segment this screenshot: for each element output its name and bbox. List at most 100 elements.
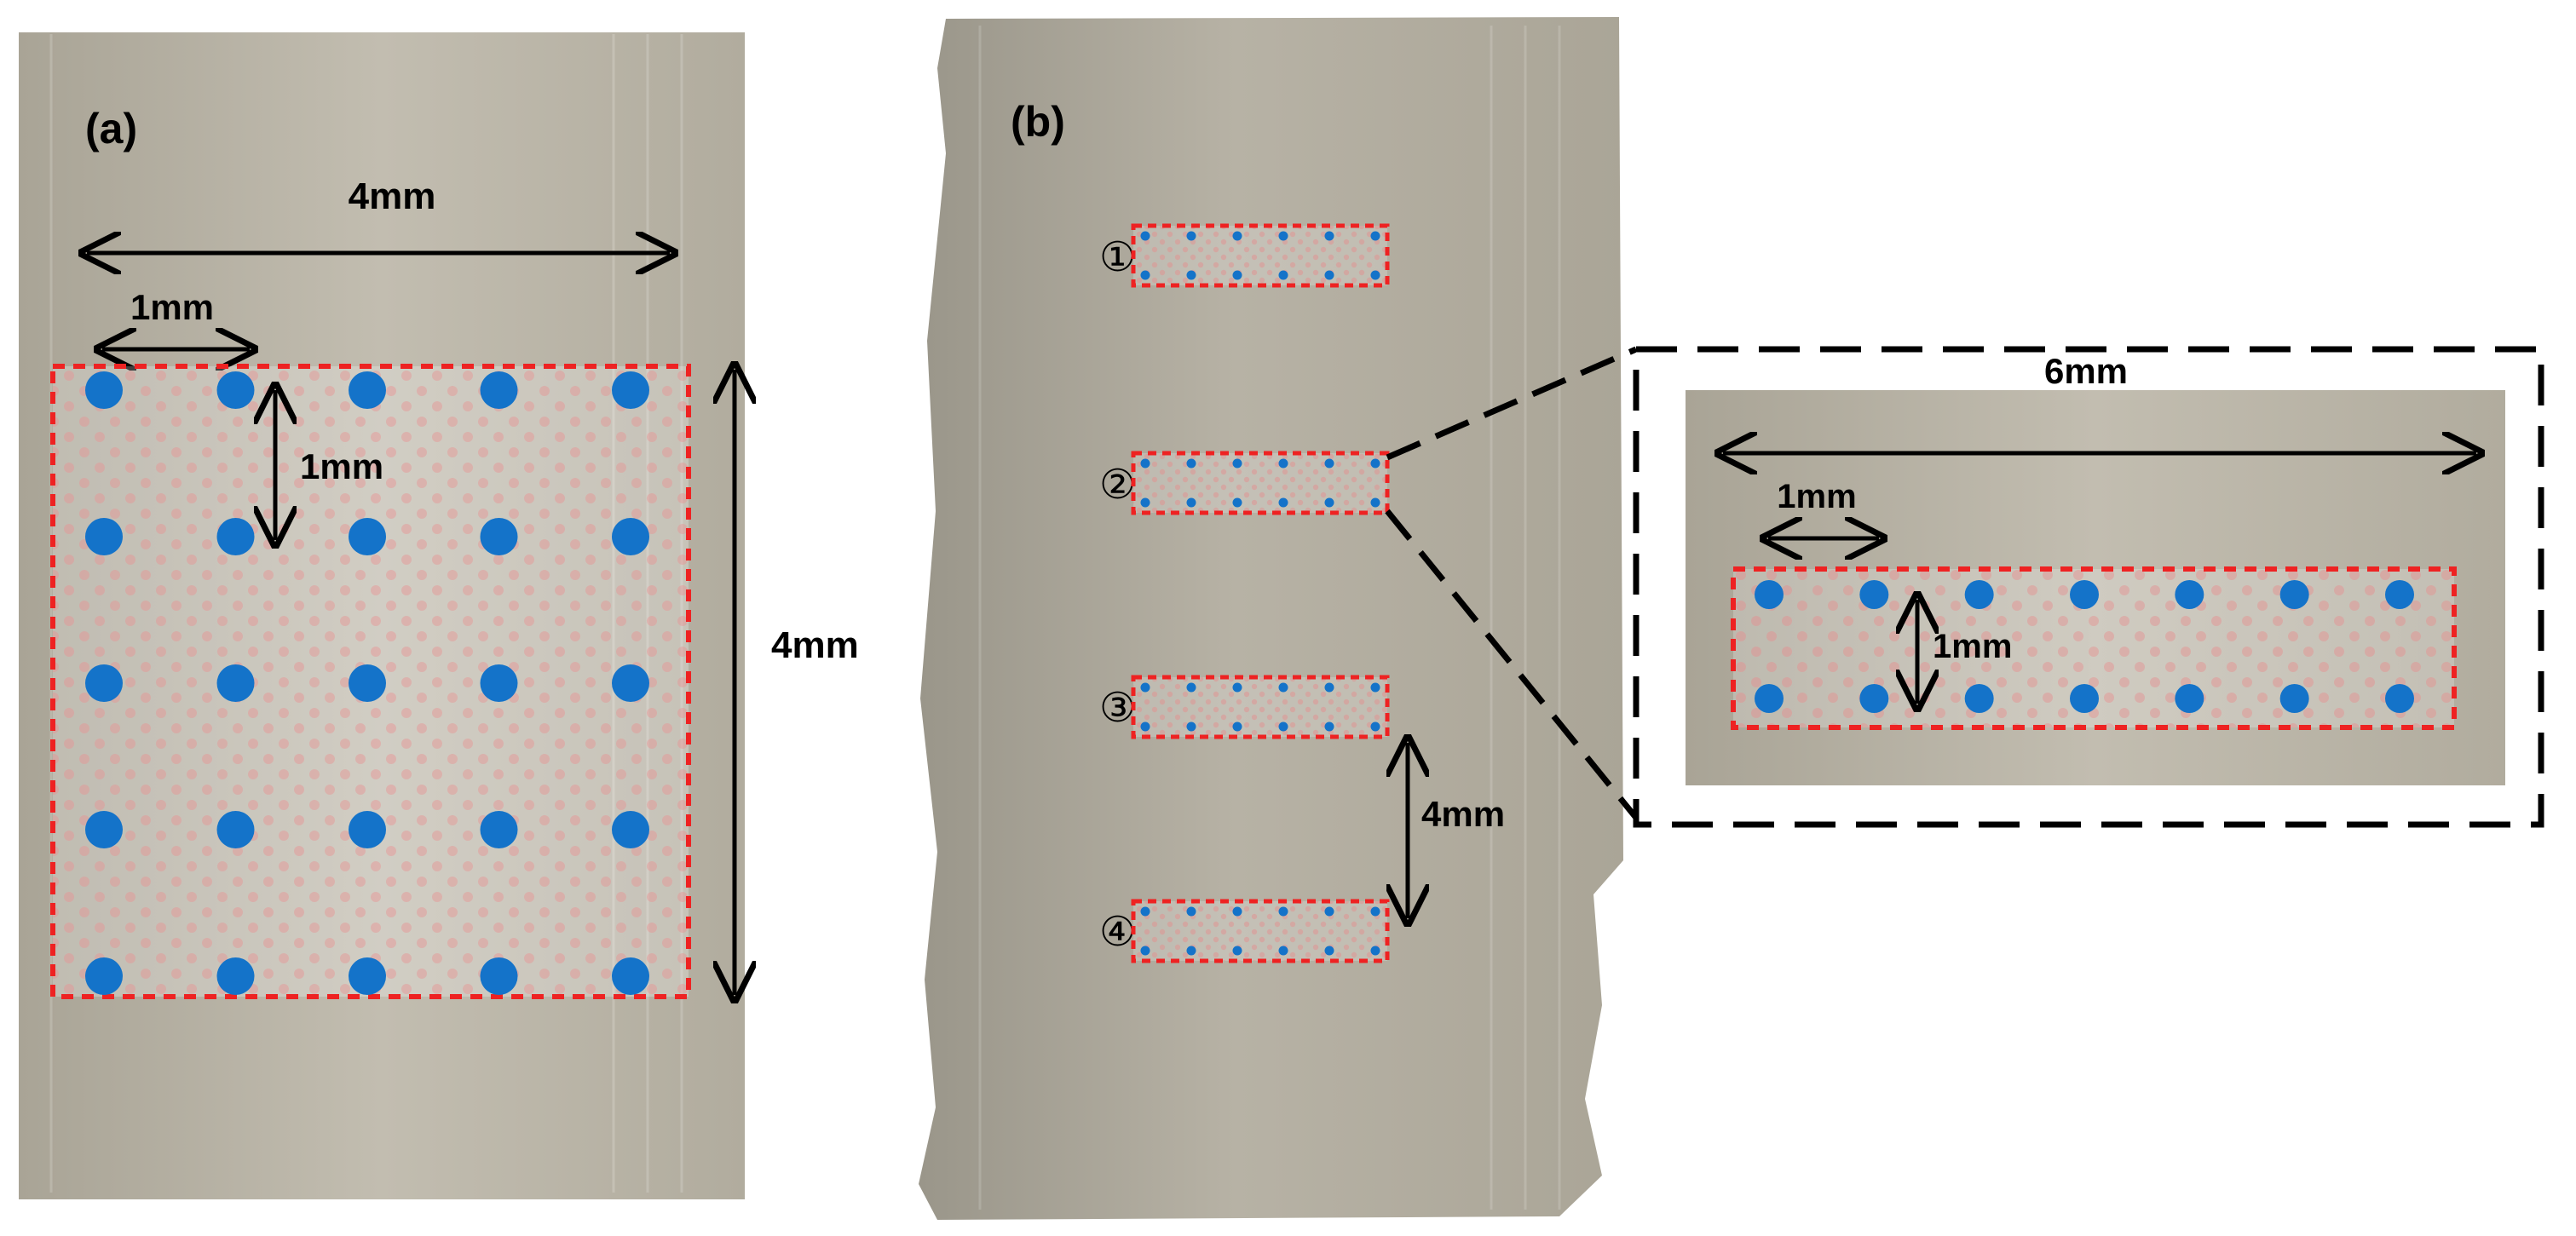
inset-treatment-dot xyxy=(1859,684,1889,713)
strip-dot xyxy=(1324,721,1334,732)
strip-dot xyxy=(1140,682,1150,693)
treated-strip-2 xyxy=(1131,451,1390,515)
treatment-dot xyxy=(349,371,386,409)
strip-dot xyxy=(1232,270,1242,280)
treated-strip-3-fill xyxy=(1133,677,1387,737)
strip-dot xyxy=(1186,906,1196,917)
strip-dot xyxy=(1186,231,1196,241)
strip-dot xyxy=(1324,270,1334,280)
strip-dot xyxy=(1278,458,1288,469)
strip-dot xyxy=(1324,231,1334,241)
treated-strip-2-veil xyxy=(1133,453,1387,513)
treated-strip-2-fill xyxy=(1133,453,1387,513)
strip-dot xyxy=(1278,721,1288,732)
treatment-dot xyxy=(349,811,386,848)
dot-grid-inset xyxy=(1755,580,2414,713)
inset-length-label: 6mm xyxy=(2044,351,2128,391)
treatment-dot xyxy=(349,518,386,555)
strip-dot xyxy=(1140,270,1150,280)
gap-dimension-label: 4mm xyxy=(1421,794,1505,834)
strip-dot xyxy=(1370,682,1380,693)
inset-treatment-dot xyxy=(2070,580,2099,609)
dot-grid-a xyxy=(85,371,649,995)
strip-dot xyxy=(1232,682,1242,693)
treated-strip-3-veil xyxy=(1133,677,1387,737)
inset-treatment-dot xyxy=(2279,684,2309,713)
treatment-dot xyxy=(85,957,123,995)
strip-dot xyxy=(1370,270,1380,280)
treated-strip-1 xyxy=(1131,223,1390,288)
strip-dot xyxy=(1140,906,1150,917)
inset-treatment-dot xyxy=(1964,684,1994,713)
strip-dot xyxy=(1232,231,1242,241)
strip-dot xyxy=(1370,906,1380,917)
treated-strip-3 xyxy=(1131,675,1390,739)
spacing-x-label: 1mm xyxy=(130,287,214,327)
strip-dot xyxy=(1370,497,1380,508)
strip-dot xyxy=(1140,458,1150,469)
inset-treatment-dot xyxy=(2070,684,2099,713)
strip-dot xyxy=(1370,946,1380,956)
panel-b-label: (b) xyxy=(1011,98,1065,146)
treatment-dot xyxy=(216,664,255,702)
strip-dot xyxy=(1186,721,1196,732)
treatment-dot xyxy=(612,811,649,848)
strip-dot xyxy=(1324,458,1334,469)
treated-strip-4-veil xyxy=(1133,901,1387,961)
strip-dot xyxy=(1324,497,1334,508)
treatment-dot xyxy=(612,957,649,995)
inset-treatment-dot xyxy=(1755,684,1784,713)
treatment-dot xyxy=(480,518,518,555)
zoom-leader-top xyxy=(1386,346,1638,461)
inset-treatment-dot xyxy=(1964,580,1994,609)
treatment-dot xyxy=(480,371,518,409)
strip-dot xyxy=(1278,231,1288,241)
strip-dot xyxy=(1278,497,1288,508)
inset-treatment-dot xyxy=(2385,684,2414,713)
strip-dot xyxy=(1278,270,1288,280)
inset-treatment-dot xyxy=(2175,580,2204,609)
inset-treatment-dot xyxy=(1755,580,1784,609)
strip-dot xyxy=(1232,721,1242,732)
inset-spacing-x-label: 1mm xyxy=(1777,478,1856,515)
treatment-dot xyxy=(216,811,255,848)
strip-dot xyxy=(1232,497,1242,508)
strip-dot xyxy=(1324,682,1334,693)
panel-b: (b) ① ② ③ ④ 4mm xyxy=(919,17,1639,1220)
strip-dot xyxy=(1186,270,1196,280)
treatment-dot xyxy=(85,811,123,848)
zoom-leader-bottom xyxy=(1385,509,1639,820)
treatment-dot xyxy=(480,811,518,848)
treatment-dot xyxy=(612,664,649,702)
inset-spacing-y-label: 1mm xyxy=(1933,628,2012,665)
panel-a-label: (a) xyxy=(85,105,137,152)
treated-strip-4-fill xyxy=(1133,901,1387,961)
strip-dot xyxy=(1140,231,1150,241)
width-dimension-label: 4mm xyxy=(349,175,436,217)
strip-dot xyxy=(1140,721,1150,732)
strip-dot xyxy=(1278,946,1288,956)
strip-dot xyxy=(1186,682,1196,693)
treatment-dot xyxy=(612,371,649,409)
treated-region-a-border xyxy=(50,364,691,999)
strip-dot xyxy=(1232,458,1242,469)
strip-dot xyxy=(1324,946,1334,956)
strip-dot xyxy=(1324,906,1334,917)
inset-treatment-dot xyxy=(2175,684,2204,713)
treated-strip-1-veil xyxy=(1133,226,1387,285)
treatment-dot xyxy=(480,957,518,995)
strip-marker-1: ① xyxy=(1099,233,1136,281)
treatment-dot xyxy=(216,957,255,995)
strip-dot xyxy=(1186,946,1196,956)
strip-marker-3: ③ xyxy=(1099,684,1136,732)
treatment-dot xyxy=(85,664,123,702)
strip-dot xyxy=(1370,458,1380,469)
treatment-dot xyxy=(85,371,123,409)
treatment-dot xyxy=(349,664,386,702)
strip-marker-2: ② xyxy=(1099,461,1136,509)
strip-dot xyxy=(1232,906,1242,917)
strip-dot xyxy=(1370,231,1380,241)
zoom-inset: 6mm 1mm 1mm xyxy=(1633,346,2544,828)
specimen-b-streaks xyxy=(978,26,1561,1210)
strip-dot xyxy=(1186,497,1196,508)
